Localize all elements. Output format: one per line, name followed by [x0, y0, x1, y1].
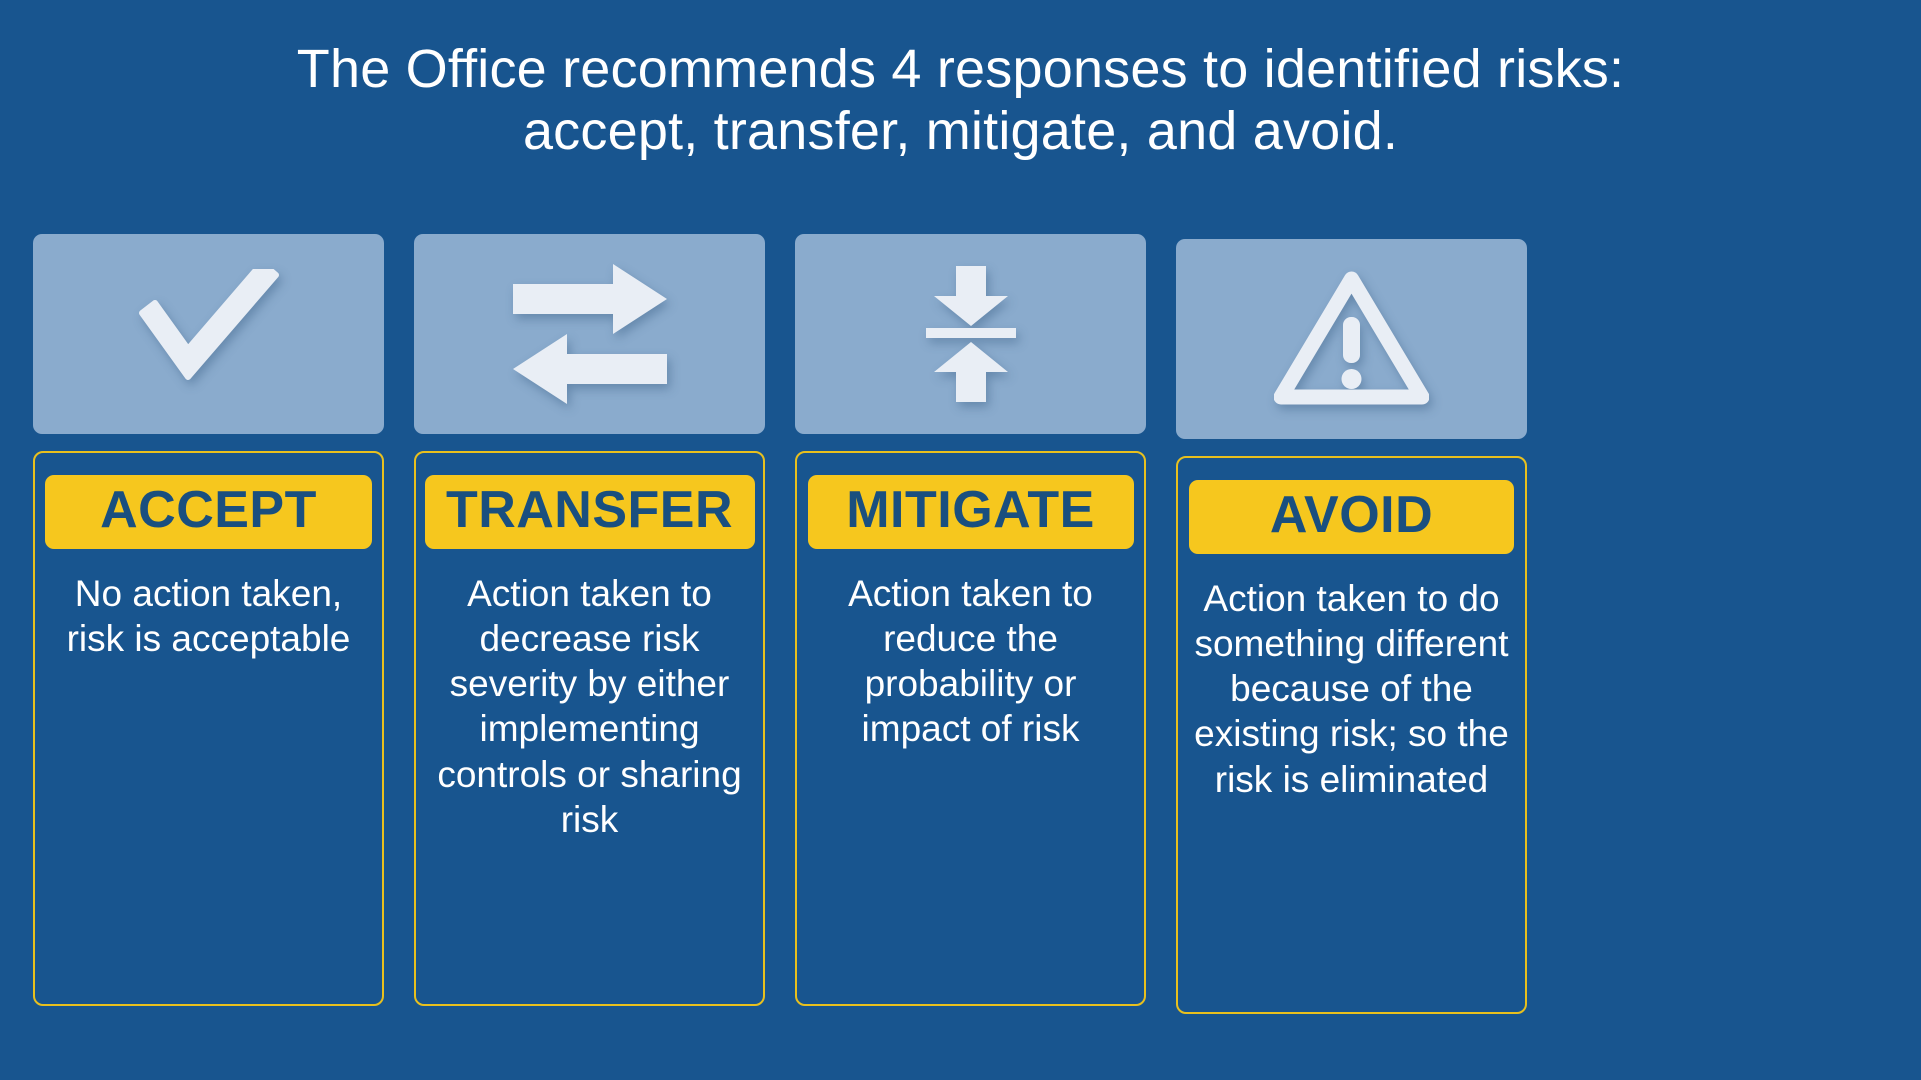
card-description-avoid: Action taken to do something different b… [1194, 578, 1509, 800]
risk-response-card-mitigate[interactable]: MITIGATE Action taken to reduce the prob… [795, 234, 1146, 1006]
card-body-mitigate: MITIGATE Action taken to reduce the prob… [795, 451, 1146, 1006]
icon-panel-accept [33, 234, 384, 434]
compress-arrows-icon [925, 264, 1016, 404]
card-description-mitigate: Action taken to reduce the probability o… [848, 573, 1093, 750]
status-badge-accept[interactable]: ACCEPT [45, 475, 372, 549]
icon-panel-transfer [414, 234, 765, 434]
card-body-transfer: TRANSFER Action taken to decrease risk s… [414, 451, 765, 1006]
status-badge-avoid[interactable]: AVOID [1189, 480, 1514, 554]
icon-panel-mitigate [795, 234, 1146, 434]
transfer-arrows-icon [505, 264, 675, 404]
card-description-accept: No action taken, risk is acceptable [66, 573, 351, 660]
risk-response-card-avoid[interactable]: AVOID Action taken to do something diffe… [1176, 239, 1527, 1014]
icon-panel-avoid [1176, 239, 1527, 439]
card-description-transfer: Action taken to decrease risk severity b… [437, 573, 742, 840]
warning-triangle-icon [1274, 269, 1429, 409]
status-badge-mitigate[interactable]: MITIGATE [807, 475, 1134, 549]
page-title: The Office recommends 4 responses to ide… [296, 39, 1625, 162]
risk-response-card-grid: ACCEPT No action taken, risk is acceptab… [33, 234, 1888, 1014]
risk-response-card-accept[interactable]: ACCEPT No action taken, risk is acceptab… [33, 234, 384, 1006]
card-body-accept: ACCEPT No action taken, risk is acceptab… [33, 451, 384, 1006]
risk-response-card-transfer[interactable]: TRANSFER Action taken to decrease risk s… [414, 234, 765, 1006]
checkmark-icon [134, 269, 284, 399]
status-badge-transfer[interactable]: TRANSFER [424, 475, 755, 549]
card-body-avoid: AVOID Action taken to do something diffe… [1176, 456, 1527, 1014]
